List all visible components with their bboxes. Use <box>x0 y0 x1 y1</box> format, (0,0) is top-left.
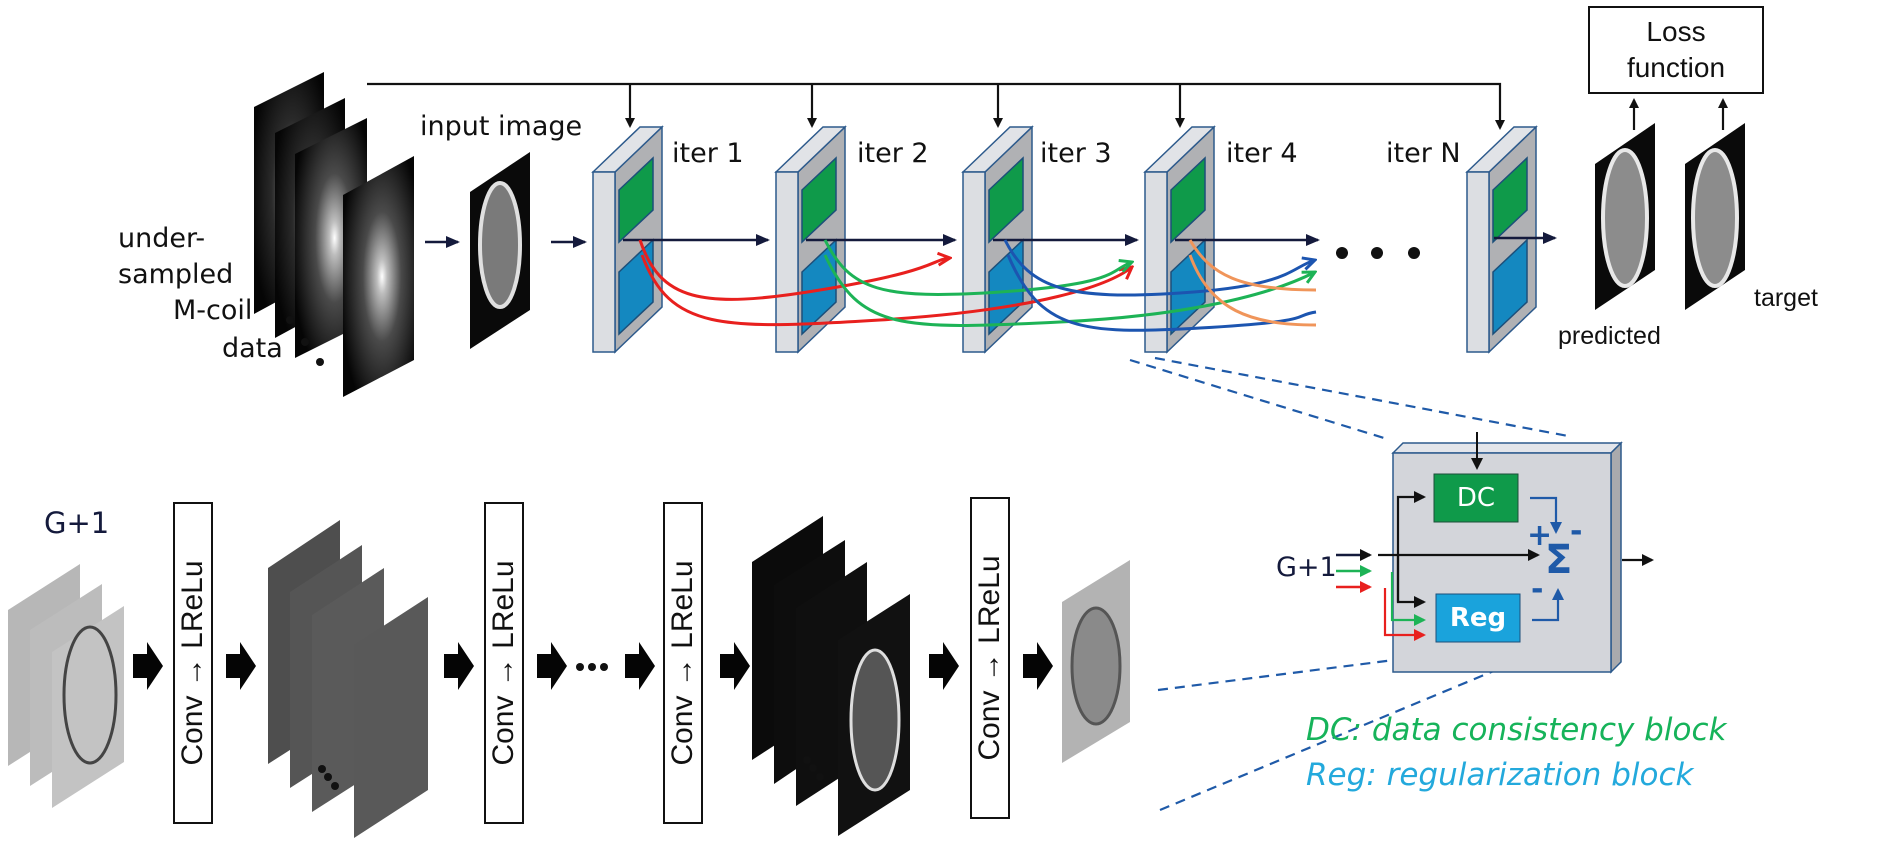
input-label-line-3: M-coil <box>173 295 253 326</box>
conv-lrelu-block-1: Conv → LReLu <box>173 502 213 824</box>
cnn-flow-arrow-icon <box>720 642 750 690</box>
cnn-flow-arrow-icon <box>1023 642 1053 690</box>
conv-lrelu-block-2: Conv → LReLu <box>484 502 524 824</box>
skip-blue-1 <box>1003 239 1315 297</box>
iter-n-dc-panel <box>1492 156 1528 244</box>
input-label-line-2: sampled <box>118 259 234 290</box>
cnn-feature-stack-2 <box>752 516 910 836</box>
cnn-input-stack <box>8 564 124 808</box>
skip-orange-1 <box>1188 239 1317 292</box>
predicted-image <box>1595 123 1655 310</box>
cnn-flow-arrow-icon <box>625 642 655 690</box>
input-image-label: input image <box>420 111 583 142</box>
skip-connections <box>638 239 1317 332</box>
cnn-flow-arrow-icon <box>444 642 474 690</box>
iterations-ellipsis <box>1336 247 1420 259</box>
kspace-feed-line <box>367 82 1505 130</box>
conv-lrelu-label: Conv → LReLu <box>666 560 699 766</box>
input-label-line-1: under- <box>118 223 206 254</box>
skip-red-1 <box>638 239 950 301</box>
dc-label: DC <box>1456 483 1496 513</box>
iter-label-2: iter 2 <box>857 138 929 169</box>
iter-label-4: iter 4 <box>1226 138 1298 169</box>
coil-ellipsis-dot <box>316 358 324 366</box>
iter-n-block <box>1465 125 1538 354</box>
dc-block <box>1433 473 1519 523</box>
legend-dc: DC: data consistency block <box>1306 712 1726 748</box>
sum-symbol: Σ <box>1545 537 1573 583</box>
iter-label-n: iter N <box>1386 138 1461 169</box>
iter-2-dc-panel <box>801 156 837 244</box>
cnn-flow-arrow-icon <box>929 642 959 690</box>
minus-sign-top: - <box>1570 514 1583 549</box>
iter-1-dc-panel <box>618 156 654 244</box>
input-label-line-4: data <box>222 333 283 364</box>
loss-line-2: function <box>1626 52 1726 83</box>
kspace-coil-stack <box>254 72 414 397</box>
coil-ellipsis-dot <box>286 316 294 324</box>
target-label: target <box>1754 284 1818 312</box>
conv-lrelu-block-4: Conv → LReLu <box>970 497 1010 819</box>
cnn-input-label: G+1 <box>44 506 110 540</box>
iter-label-3: iter 3 <box>1040 138 1112 169</box>
skip-red-2 <box>640 254 1132 327</box>
iter-4-dc-panel <box>1170 156 1206 244</box>
conv-lrelu-label: Conv → LReLu <box>973 555 1006 761</box>
cnn-ellipsis-dots <box>576 663 608 671</box>
conv-lrelu-block-3: Conv → LReLu <box>663 502 703 824</box>
skip-orange-2 <box>1188 254 1317 327</box>
cnn-feature-stack-1 <box>268 520 428 838</box>
cnn-flow-arrow-icon <box>537 642 567 690</box>
iter-label-1: iter 1 <box>672 138 744 169</box>
loss-line-1: Loss <box>1646 16 1706 47</box>
cnn-output-image <box>1062 560 1130 763</box>
target-image <box>1685 123 1745 310</box>
plus-sign: + <box>1527 518 1553 553</box>
reg-label: Reg <box>1449 603 1507 633</box>
iter-3-dc-panel <box>988 156 1024 244</box>
legend-reg-text: Reg: regularization block <box>1306 757 1694 793</box>
predicted-label: predicted <box>1558 322 1661 350</box>
minus-sign-bottom: - <box>1531 572 1544 607</box>
reg-block <box>1435 593 1521 643</box>
skip-blue-2 <box>1006 254 1317 332</box>
legend-reg: Reg: regularization block <box>1306 757 1693 793</box>
cnn-flow-arrow-icon <box>226 642 256 690</box>
cnn-flow-arrow-icon <box>133 642 163 690</box>
legend-dc-text: DC: data consistency block <box>1306 712 1727 748</box>
iteration-detail-block <box>1336 432 1654 674</box>
detail-g-plus-1-label: G+1 <box>1276 552 1337 583</box>
conv-lrelu-label: Conv → LReLu <box>487 560 520 766</box>
iter-2-block <box>774 125 847 354</box>
input-image <box>470 152 530 349</box>
loss-function-box: Loss function <box>1588 6 1764 94</box>
coil-ellipsis-dot <box>301 338 309 346</box>
iter-n-reg-panel <box>1492 238 1528 336</box>
skip-green-1 <box>823 239 1132 296</box>
conv-lrelu-label: Conv → LReLu <box>176 560 209 766</box>
